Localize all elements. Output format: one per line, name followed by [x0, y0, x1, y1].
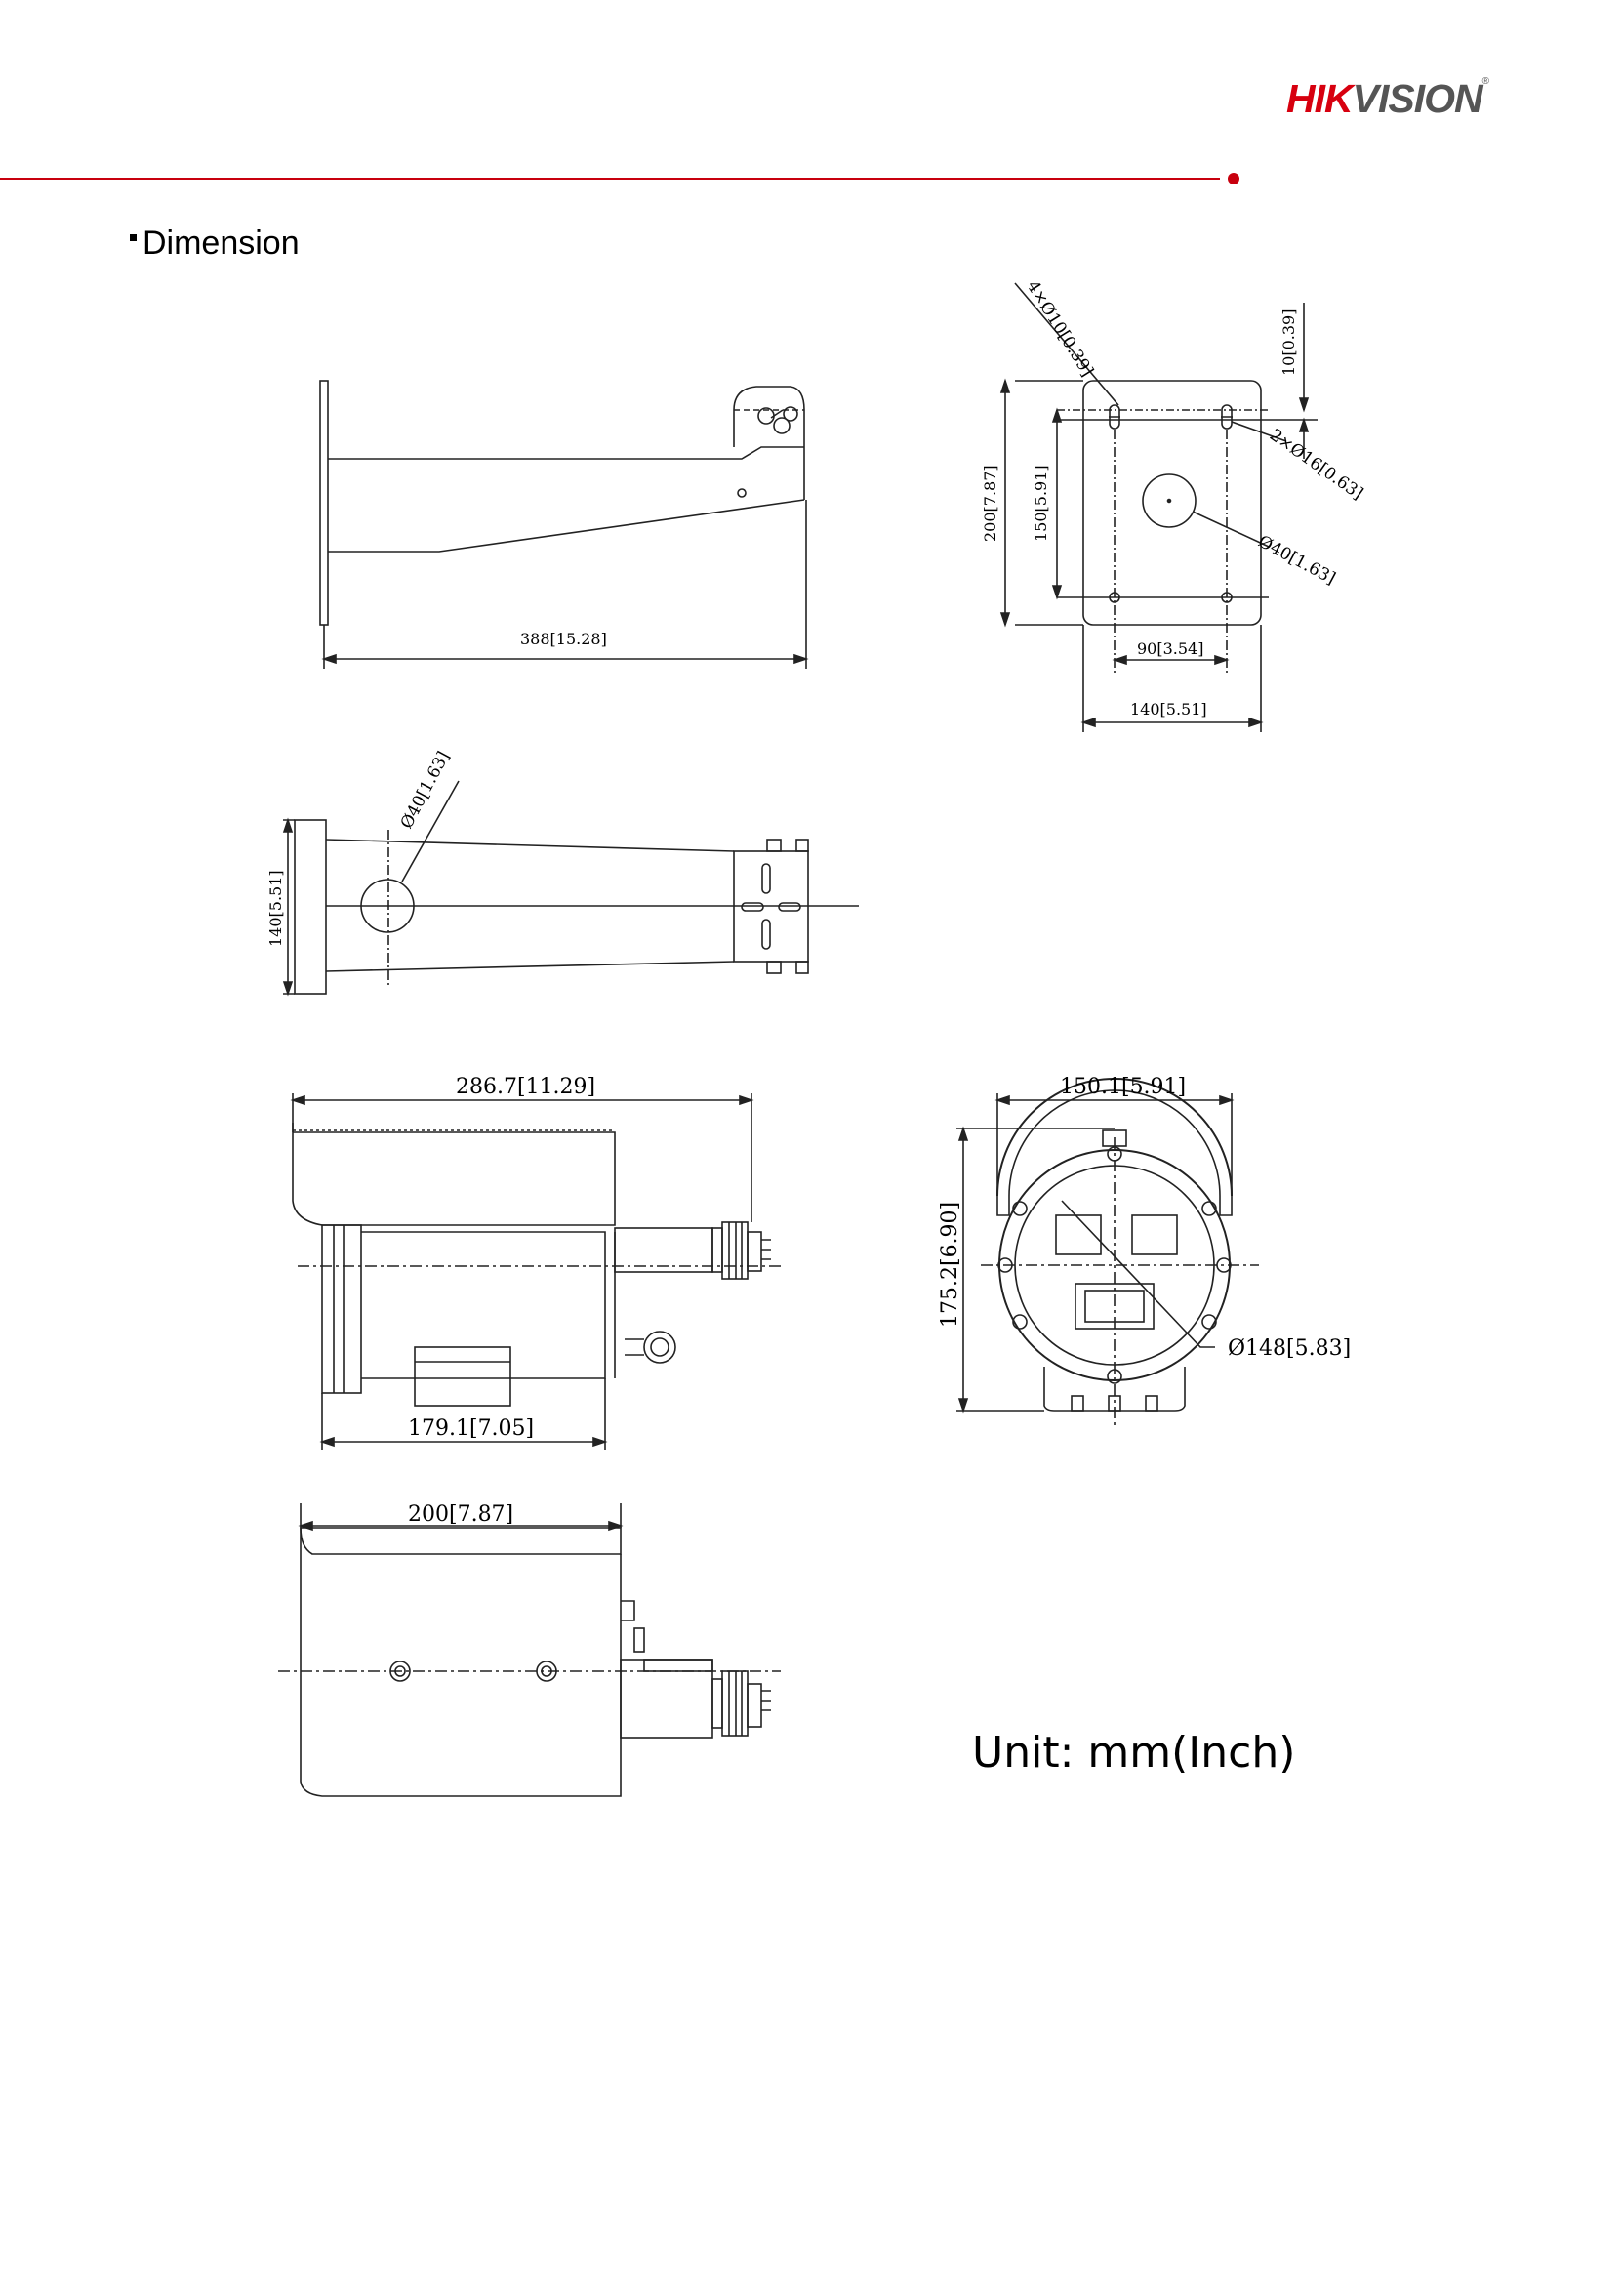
cable-hole-side-label: Ø40[1.63]	[397, 748, 454, 832]
front-width-label: 150.1[5.91]	[1060, 1075, 1186, 1099]
bracket-length-label: 388[15.28]	[520, 630, 607, 648]
plate-width-label: 140[5.51]	[1130, 700, 1207, 718]
camera-length-label: 286.7[11.29]	[456, 1075, 595, 1099]
front-height-label: 175.2[6.90]	[938, 1202, 962, 1328]
side-length-label: 200[7.87]	[408, 1502, 513, 1527]
hikvision-logo: HIKVISION®	[1286, 76, 1489, 121]
cable-hole-top-label: Ø40[1.63]	[1255, 532, 1339, 589]
bracket-height-label: 140[5.51]	[266, 870, 285, 947]
section-title: Dimension	[130, 225, 300, 263]
hole-edge-label: 10[0.39]	[1279, 309, 1298, 376]
hole-spacing-h-label: 90[3.54]	[1137, 639, 1203, 658]
header-divider-dot	[1228, 173, 1239, 184]
mount-holes-label: 4×Ø10[0.39]	[1023, 277, 1097, 380]
camera-front-view: Ø148[5.83] 150.1[5.91] 175.2[6.90]	[938, 1075, 1351, 1425]
unit-note: Unit: mm(Inch)	[972, 1728, 1296, 1778]
header-divider	[0, 178, 1220, 180]
bracket-plate-view: 200[7.87] 150[5.91] 10[0.39] 4×Ø10[0.39]…	[981, 277, 1366, 732]
flange-diameter-label: Ø148[5.83]	[1228, 1336, 1351, 1361]
camera-top-view: 200[7.87]	[278, 1502, 781, 1797]
bracket-side-view: 388[15.28]	[319, 380, 809, 669]
hole-spacing-v-label: 150[5.91]	[1032, 465, 1050, 542]
bracket-top-view: Ø40[1.63] 140[5.51]	[266, 748, 859, 997]
bullet-icon	[130, 233, 137, 241]
body-length-label: 179.1[7.05]	[408, 1416, 534, 1441]
camera-side-view: 286.7[11.29] 179.1[7.05]	[290, 1075, 781, 1450]
plate-height-label: 200[7.87]	[981, 465, 999, 542]
slot-holes-label: 2×Ø16[0.63]	[1266, 426, 1366, 504]
